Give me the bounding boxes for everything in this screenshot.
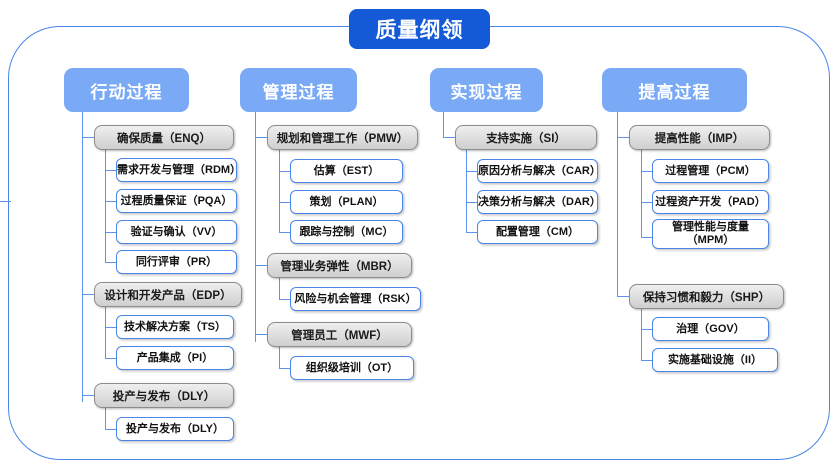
child-box-0-0-1[interactable]: 过程质量保证（PQA） xyxy=(116,189,237,213)
stub-0-0-c2 xyxy=(105,232,116,234)
child-box-0-1-0[interactable]: 技术解决方案（TS） xyxy=(116,315,234,339)
stub-1-0-c0 xyxy=(279,171,290,173)
stub-3-1-c1 xyxy=(641,360,652,362)
stub-3-0-c0 xyxy=(641,171,652,173)
child-box-3-0-2[interactable]: 管理性能与度量（MPM） xyxy=(652,219,769,249)
trunk-col-0 xyxy=(82,112,84,402)
subtrunk-0-2 xyxy=(105,408,107,430)
subtrunk-3-0 xyxy=(641,150,643,238)
stub-1-0-c1 xyxy=(279,202,290,204)
subtrunk-1-0 xyxy=(279,150,281,233)
stub-col0-g2 xyxy=(82,395,94,397)
group-box-2-0[interactable]: 支持实施（SI） xyxy=(455,125,597,150)
stub-col3-g0 xyxy=(617,137,629,139)
stub-0-1-c0 xyxy=(105,327,116,329)
stub-3-0-c1 xyxy=(641,202,652,204)
subtrunk-1-2 xyxy=(279,347,281,369)
subtrunk-0-1 xyxy=(105,307,107,359)
group-box-1-1[interactable]: 管理业务弹性（MBR） xyxy=(267,253,412,278)
group-box-1-2[interactable]: 管理员工（MWF） xyxy=(267,322,412,347)
child-box-1-0-0[interactable]: 估算（EST） xyxy=(290,159,403,183)
stub-2-0-c0 xyxy=(466,171,477,173)
child-box-0-0-0[interactable]: 需求开发与管理（RDM） xyxy=(116,158,241,182)
stub-3-1-c0 xyxy=(641,329,652,331)
stub-0-0-c0 xyxy=(105,170,116,172)
child-box-3-0-1[interactable]: 过程资产开发（PAD） xyxy=(652,190,769,214)
child-box-2-0-2[interactable]: 配置管理（CM） xyxy=(477,220,598,244)
stub-2-0-c1 xyxy=(466,202,477,204)
column-header-3[interactable]: 提高过程 xyxy=(602,68,747,112)
stub-col0-g1 xyxy=(82,294,94,296)
trunk-col-1 xyxy=(255,112,257,342)
column-header-2[interactable]: 实现过程 xyxy=(430,68,543,112)
group-box-0-2[interactable]: 投产与发布（DLY） xyxy=(94,383,234,408)
subtrunk-2-0 xyxy=(466,150,468,233)
group-box-3-1[interactable]: 保持习惯和毅力（SHP） xyxy=(629,284,784,309)
stub-col1-g2 xyxy=(255,334,267,336)
child-box-2-0-0[interactable]: 原因分析与解决（CAR） xyxy=(477,159,601,183)
subtrunk-0-0 xyxy=(105,150,107,263)
trunk-col-2 xyxy=(443,112,445,138)
group-box-0-1[interactable]: 设计和开发产品（EDP） xyxy=(94,282,242,307)
stub-col0-g0 xyxy=(82,137,94,139)
stub-3-0-c2 xyxy=(641,237,652,239)
stub-col1-g1 xyxy=(255,265,267,267)
child-box-0-2-0[interactable]: 投产与发布（DLY） xyxy=(116,417,234,441)
child-box-0-0-2[interactable]: 验证与确认（VV） xyxy=(116,220,237,244)
child-box-3-0-0[interactable]: 过程管理（PCM） xyxy=(652,159,769,183)
stub-0-0-c1 xyxy=(0,201,11,203)
group-box-1-0[interactable]: 规划和管理工作（PMW） xyxy=(267,125,418,150)
stub-0-1-c1 xyxy=(105,358,116,360)
stub-1-2-c0 xyxy=(279,368,290,370)
column-header-1[interactable]: 管理过程 xyxy=(240,68,357,112)
stub-2-0-c2 xyxy=(466,232,477,234)
stub-0-2-c0 xyxy=(105,429,116,431)
stub-col1-g0 xyxy=(255,137,267,139)
child-box-1-0-1[interactable]: 策划（PLAN） xyxy=(290,190,403,214)
child-box-1-2-0[interactable]: 组织级培训（OT） xyxy=(290,356,414,380)
child-box-3-1-1[interactable]: 实施基础设施（II） xyxy=(652,348,778,372)
subtrunk-3-1 xyxy=(641,309,643,361)
group-box-0-0[interactable]: 确保质量（ENQ） xyxy=(94,125,234,150)
child-box-0-1-1[interactable]: 产品集成（PI） xyxy=(116,346,234,370)
trunk-col-3 xyxy=(617,112,619,297)
stub-0-0-c3 xyxy=(105,262,116,264)
subtrunk-1-1 xyxy=(279,278,281,300)
stub-1-1-c0 xyxy=(279,299,290,301)
stub-col3-g1 xyxy=(617,296,629,298)
column-header-0[interactable]: 行动过程 xyxy=(64,68,189,112)
child-box-1-1-0[interactable]: 风险与机会管理（RSK） xyxy=(290,287,421,311)
diagram-title: 质量纲领 xyxy=(349,9,490,49)
child-box-2-0-1[interactable]: 决策分析与解决（DAR） xyxy=(477,190,601,214)
stub-0-0-c1b xyxy=(105,201,116,203)
child-box-0-0-3[interactable]: 同行评审（PR） xyxy=(116,250,237,274)
group-box-3-0[interactable]: 提高性能（IMP） xyxy=(629,125,770,150)
child-box-1-0-2[interactable]: 跟踪与控制（MC） xyxy=(290,220,403,244)
stub-1-0-c2 xyxy=(279,232,290,234)
stub-col2-g0 xyxy=(443,137,455,139)
child-box-3-1-0[interactable]: 治理（GOV） xyxy=(652,317,769,341)
